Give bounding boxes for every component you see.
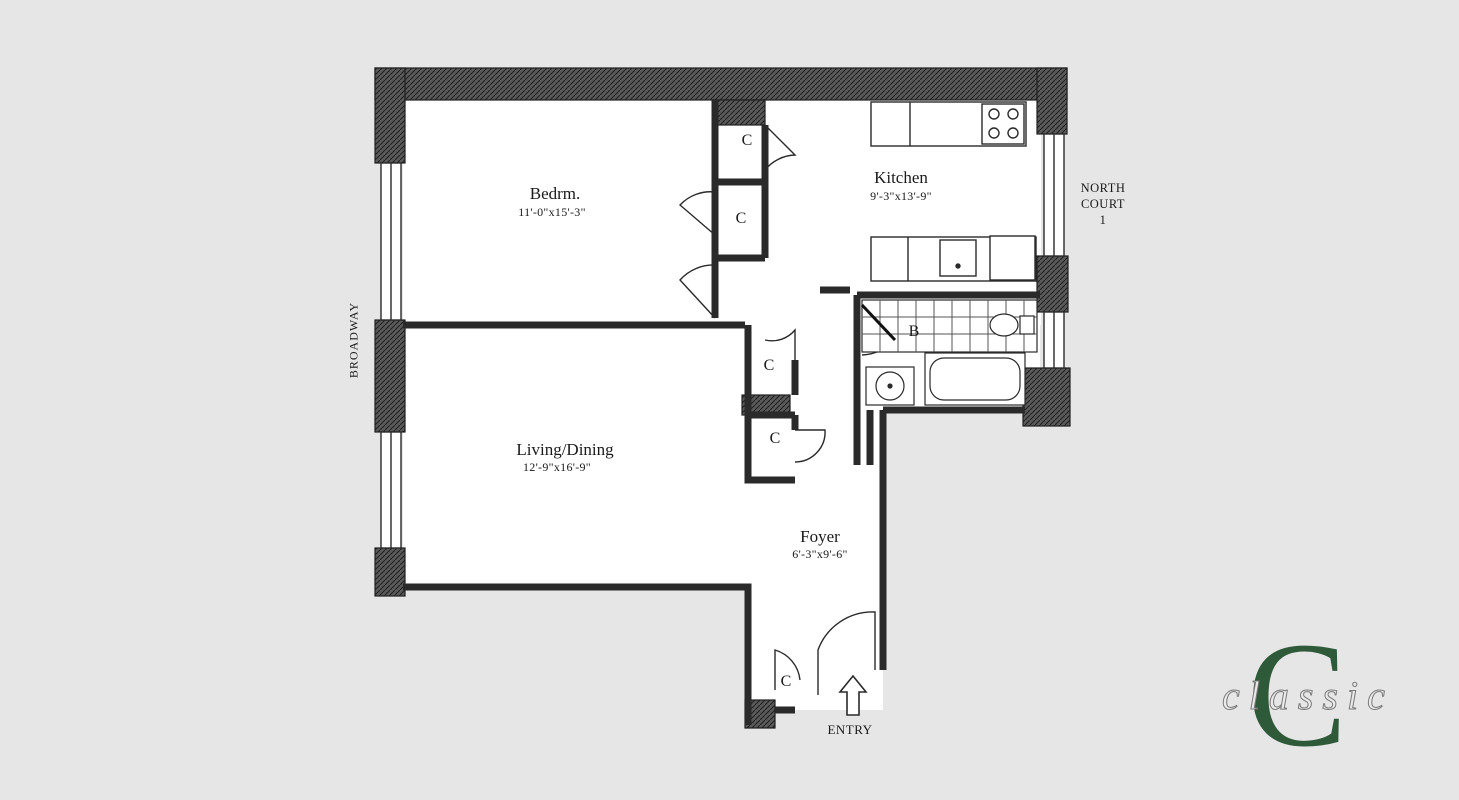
burner (1007, 127, 1019, 139)
foyer-dims: 6'-3"x9'-6" (792, 547, 848, 561)
closet-label: C (735, 210, 747, 227)
north-court-label: NORTH COURT 1 (1080, 181, 1126, 227)
bedroom-label: Bedrm. (529, 184, 581, 203)
broadway-label: BROADWAY (346, 301, 361, 379)
closet-label: C (763, 357, 775, 374)
living-dining-label: Living/Dining (516, 440, 614, 459)
kitchen-sink (939, 239, 977, 277)
burner (1007, 108, 1019, 120)
bathroom (860, 299, 1038, 406)
burner (988, 127, 1000, 139)
kitchen-appliances (870, 101, 1037, 282)
bedroom-dims: 11'-0"x15'-3" (518, 205, 586, 219)
doors (678, 124, 896, 695)
kitchen-dims: 9'-3"x13'-9" (870, 189, 932, 203)
interior-walls (403, 100, 1040, 725)
entry-arrow-icon (838, 674, 868, 716)
closet-label: C (741, 132, 753, 149)
entry-label: ENTRY (827, 722, 873, 737)
logo-wordmark: classic (1222, 673, 1394, 719)
closet-label: C (780, 673, 792, 690)
kitchen-label: Kitchen (874, 168, 928, 187)
foyer-label: Foyer (800, 527, 840, 546)
exterior-walls (374, 67, 1071, 729)
closet-label: C (769, 430, 781, 447)
burner (988, 108, 1000, 120)
refrigerator (989, 235, 1036, 281)
bath-label: B (908, 323, 920, 340)
windows (380, 133, 1065, 549)
toilet (989, 313, 1019, 337)
stove (981, 103, 1025, 145)
living-dining-dims: 12'-9"x16'-9" (522, 460, 592, 474)
logo-initial: C (1247, 612, 1348, 778)
